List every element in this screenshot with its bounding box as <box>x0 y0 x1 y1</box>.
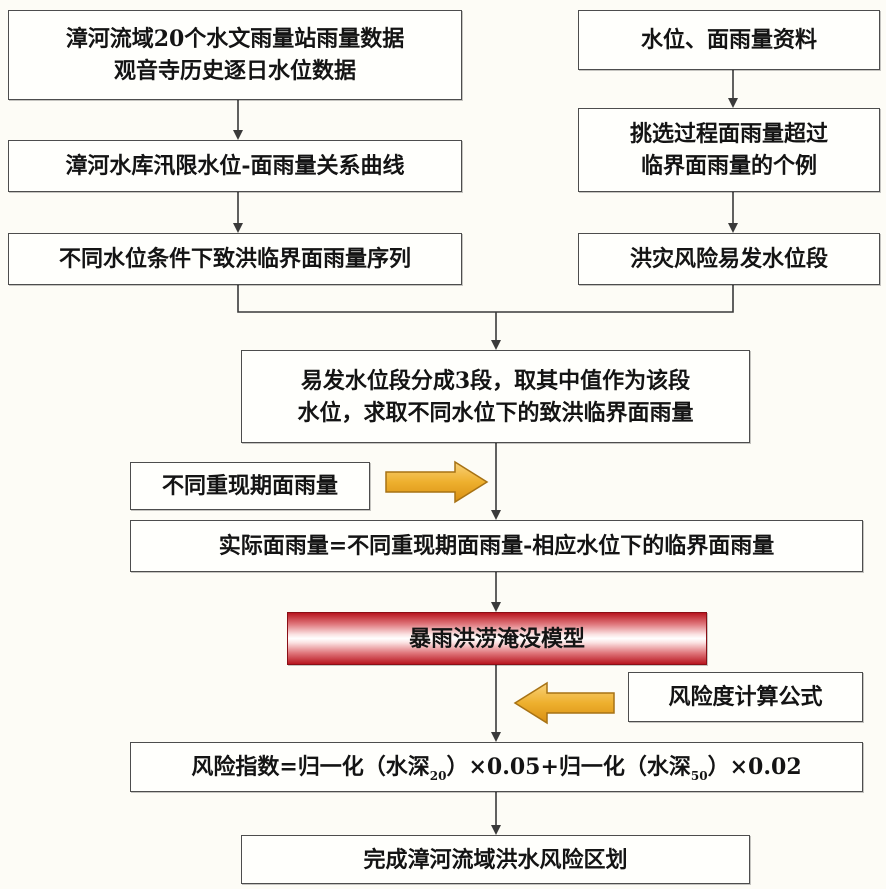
relation-curve-box: 漳河水库汛限水位-面雨量关系曲线 <box>8 140 462 192</box>
source-data-line2: 观音寺历史逐日水位数据 <box>113 58 356 84</box>
case-selection-line2: 临界面雨量的个例 <box>640 153 817 179</box>
level-rainfall-data-box: 水位、面雨量资料 <box>578 10 880 70</box>
risk-index-sub1: 20 <box>429 769 447 783</box>
segment-levels-line1: 易发水位段分成3段，取其中值作为该段 <box>300 367 691 394</box>
segment-levels-box: 易发水位段分成3段，取其中值作为该段 水位，求取不同水位下的致洪临界面雨量 <box>241 350 750 443</box>
segment-levels-line2: 水位，求取不同水位下的致洪临界面雨量 <box>297 399 694 426</box>
arrowhead-actual <box>491 510 501 520</box>
risk-index-box: 风险指数=归一化（水深20）×0.05+归一化（水深50）×0.02 <box>130 742 863 792</box>
source-data-line1: 漳河流域20个水文雨量站雨量数据 <box>65 26 405 52</box>
case-selection-line1: 挑选过程面雨量超过 <box>629 121 828 147</box>
arrowhead-cases <box>728 98 738 108</box>
arrowhead-segment <box>491 340 501 350</box>
risk-index-part2: ）×0.05+归一化（水深 <box>446 754 691 780</box>
block-arrow-left <box>513 681 615 725</box>
arrowhead-final <box>491 825 501 835</box>
risk-prone-levels-box: 洪灾风险易发水位段 <box>578 233 880 285</box>
final-zoning-text: 完成漳河流域洪水风险区划 <box>363 846 628 873</box>
critical-rainfall-series-text: 不同水位条件下致洪临界面雨量序列 <box>58 246 411 272</box>
risk-index-formula: 风险指数=归一化（水深20）×0.05+归一化（水深50）×0.02 <box>191 751 801 783</box>
risk-index-part1: 风险指数=归一化（水深 <box>191 754 430 780</box>
arrowhead-model <box>491 602 501 612</box>
source-data-box: 漳河流域20个水文雨量站雨量数据 观音寺历史逐日水位数据 <box>8 10 462 100</box>
arrowhead-series <box>233 223 243 233</box>
case-selection-box: 挑选过程面雨量超过 临界面雨量的个例 <box>578 108 880 192</box>
level-rainfall-data-text: 水位、面雨量资料 <box>640 27 817 53</box>
actual-rainfall-box: 实际面雨量=不同重现期面雨量-相应水位下的临界面雨量 <box>130 520 863 572</box>
inundation-model-box: 暴雨洪涝淹没模型 <box>287 612 707 665</box>
risk-index-part3: ）×0.02 <box>707 754 802 780</box>
risk-index-sub2: 50 <box>690 769 708 783</box>
arrowhead-curve <box>233 130 243 140</box>
return-period-rainfall-box: 不同重现期面雨量 <box>130 462 370 510</box>
arrowhead-levels <box>728 223 738 233</box>
risk-formula-box: 风险度计算公式 <box>628 672 863 722</box>
merge-connector <box>237 285 734 313</box>
actual-rainfall-text: 实际面雨量=不同重现期面雨量-相应水位下的临界面雨量 <box>218 533 775 559</box>
critical-rainfall-series-box: 不同水位条件下致洪临界面雨量序列 <box>8 233 462 285</box>
return-period-rainfall-text: 不同重现期面雨量 <box>161 473 338 499</box>
block-arrow-right <box>385 460 489 504</box>
relation-curve-text: 漳河水库汛限水位-面雨量关系曲线 <box>65 153 405 179</box>
risk-prone-levels-text: 洪灾风险易发水位段 <box>629 246 828 272</box>
risk-formula-text: 风险度计算公式 <box>668 684 823 710</box>
inundation-model-text: 暴雨洪涝淹没模型 <box>408 625 585 652</box>
final-zoning-box: 完成漳河流域洪水风险区划 <box>241 835 750 884</box>
arrowhead-index <box>491 732 501 742</box>
